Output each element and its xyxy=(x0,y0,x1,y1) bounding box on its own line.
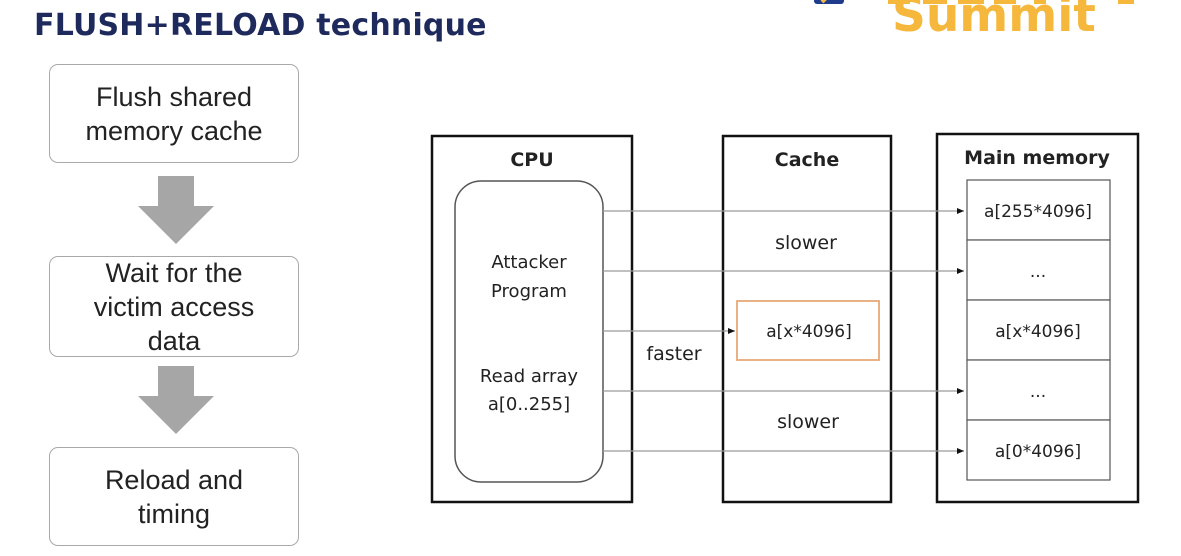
step-wait: Wait for the victim access data xyxy=(49,256,299,357)
read-array-label-line1: Read array xyxy=(480,366,578,387)
logo-partial-graphic xyxy=(808,0,1181,6)
attacker-label-line2: Program xyxy=(491,281,567,302)
memory-cell-label: a[255*4096] xyxy=(984,202,1092,222)
logo-summit-text: Summit xyxy=(892,0,1096,43)
memory-cell-label: ... xyxy=(1030,382,1046,402)
memory-cell xyxy=(966,359,1111,421)
attacker-label-line1: Attacker xyxy=(491,252,567,273)
faster-label: faster xyxy=(646,343,701,365)
cache-heading: Cache xyxy=(775,149,839,171)
summit-logo: Summit xyxy=(808,0,1181,54)
main-memory-heading: Main memory xyxy=(964,147,1110,169)
slower-label-top: slower xyxy=(775,232,837,254)
read-array-label-line2: a[0..255] xyxy=(488,394,570,415)
page-title: FLUSH+RELOAD technique xyxy=(34,8,487,43)
attacker-program-box xyxy=(454,180,604,483)
cache-entry-label: a[x*4096] xyxy=(766,322,852,342)
memory-cell xyxy=(966,179,1111,241)
step-flush: Flush shared memory cache xyxy=(49,64,299,163)
down-arrow-icon xyxy=(138,176,214,244)
slower-label-bottom: slower xyxy=(777,411,839,433)
memory-cell-label: a[0*4096] xyxy=(995,442,1081,462)
step-reload: Reload and timing xyxy=(49,447,299,546)
memory-cell xyxy=(966,299,1111,361)
memory-cell xyxy=(966,419,1111,481)
memory-cell xyxy=(966,239,1111,301)
memory-cell-label: ... xyxy=(1030,262,1046,282)
memory-cell-label: a[x*4096] xyxy=(995,322,1081,342)
cache-entry-box xyxy=(736,300,880,361)
down-arrow-icon xyxy=(138,366,214,434)
cpu-heading: CPU xyxy=(510,149,553,171)
